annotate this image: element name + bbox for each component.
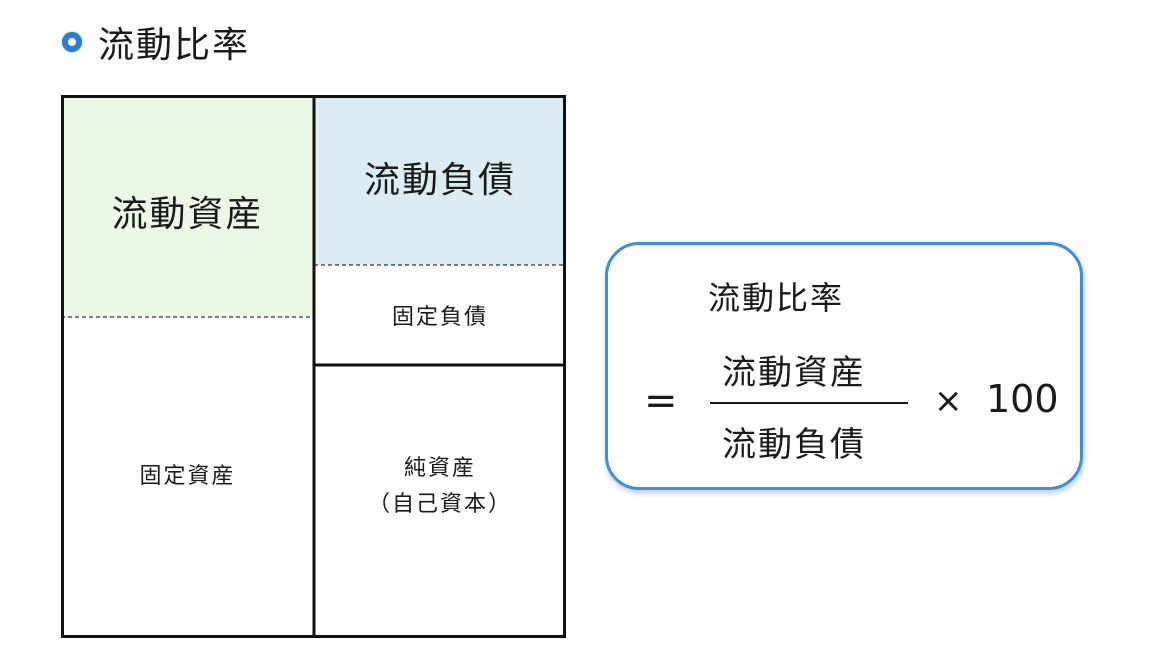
equals-sign: = [644,378,678,424]
fraction-bar [710,402,908,404]
current-liabilities-cell: 流動負債 [314,95,566,265]
formula-multiplier: 100 [986,377,1059,421]
current-assets-label: 流動資産 [111,194,264,235]
current-assets-cell: 流動資産 [61,95,314,317]
net-assets-label: 純資産 [403,455,476,481]
fixed-assets-cell: 固定資産 [61,317,314,638]
fixed-liabilities-cell: 固定負債 [314,265,566,365]
net-assets-cell: 純資産 （自己資本） [314,365,566,638]
formula-numerator: 流動資産 [722,353,866,393]
formula-denominator: 流動負債 [722,425,866,465]
fixed-assets-label: 固定資産 [139,463,236,489]
balance-sheet-diagram: 流動資産 固定資産 流動負債 固定負債 純資産 （自己資本） [61,95,566,638]
net-assets-note: （自己資本） [367,491,512,517]
current-liabilities-label: 流動負債 [363,160,516,201]
heading-title: 流動比率 [98,25,251,66]
section-heading: 流動比率 [62,14,250,70]
fixed-liabilities-label: 固定負債 [391,305,488,330]
times-sign: × [934,381,963,421]
formula-box: 流動比率 = 流動資産 流動負債 × 100 [605,242,1083,490]
formula-title: 流動比率 [708,279,845,317]
circle-bullet-icon [62,32,82,52]
